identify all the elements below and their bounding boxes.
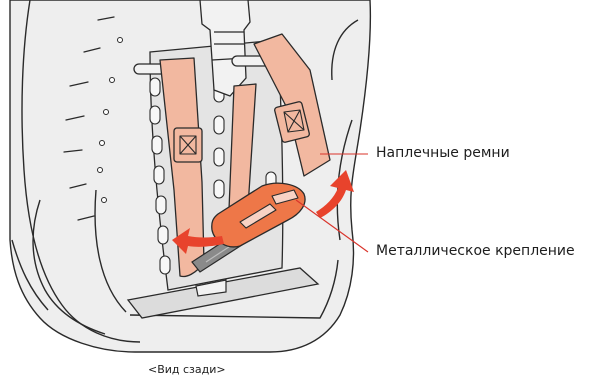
- shoulder-straps-label: Наплечные ремни: [376, 145, 510, 161]
- view-caption: <Вид сзади>: [148, 363, 226, 376]
- metal-buckle-label: Металлическое крепление: [376, 243, 575, 259]
